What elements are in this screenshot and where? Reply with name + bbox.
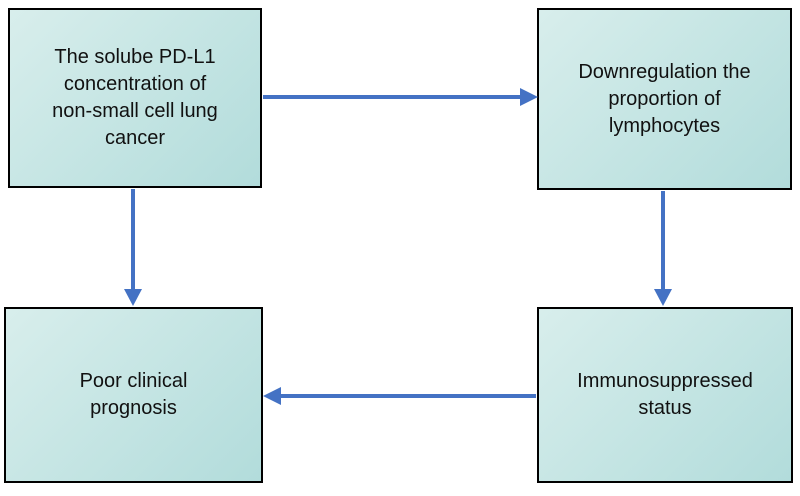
arrow-pdl1-to-downregulation bbox=[263, 88, 538, 106]
arrow-downregulation-to-immunosuppressed bbox=[654, 191, 672, 306]
node-soluble-pdl1: The solube PD-L1 concentration of non-sm… bbox=[8, 8, 262, 188]
arrow-right-head-icon bbox=[520, 88, 538, 106]
arrow-pdl1-to-prognosis bbox=[124, 189, 142, 306]
node-poor-clinical-prognosis: Poor clinical prognosis bbox=[4, 307, 263, 483]
node-soluble-pdl1-label: The solube PD-L1 concentration of non-sm… bbox=[52, 46, 218, 149]
arrow-immunosuppressed-to-prognosis bbox=[263, 387, 536, 405]
arrow-left-head-icon bbox=[263, 387, 281, 405]
arrow-down-head-icon bbox=[124, 289, 142, 306]
arrow-down-head-icon bbox=[654, 289, 672, 306]
node-downregulation-label: Downregulation the proportion of lymphoc… bbox=[578, 60, 751, 137]
node-immunosuppressed-label: Immunosuppressed status bbox=[577, 370, 753, 419]
node-prognosis-label: Poor clinical prognosis bbox=[79, 370, 188, 419]
node-downregulation-lymphocytes: Downregulation the proportion of lymphoc… bbox=[537, 8, 792, 190]
node-immunosuppressed-status: Immunosuppressed status bbox=[537, 307, 793, 483]
